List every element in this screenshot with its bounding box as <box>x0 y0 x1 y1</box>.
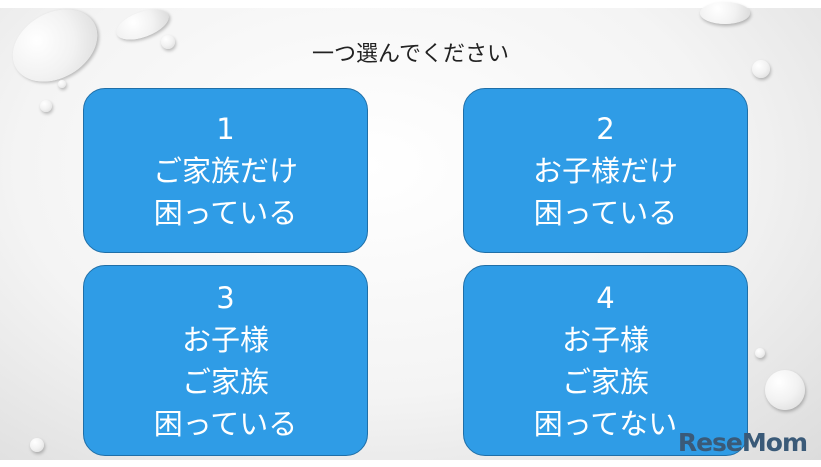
water-drop-decoration <box>752 60 770 78</box>
resemom-watermark-logo: ReseMom <box>677 428 808 457</box>
option-2-card[interactable]: 2 お子様だけ 困っている <box>463 88 748 253</box>
option-1-card[interactable]: 1 ご家族だけ 困っている <box>83 88 368 253</box>
option-line: ご家族 <box>181 364 269 399</box>
water-drop-decoration <box>58 80 66 88</box>
water-drop-decoration <box>161 35 175 49</box>
option-number: 1 <box>216 111 235 146</box>
option-line: お子様 <box>561 322 649 357</box>
option-4-card[interactable]: 4 お子様 ご家族 困ってない <box>463 265 748 456</box>
option-line: ご家族だけ <box>152 153 298 188</box>
option-line: 困っている <box>153 195 298 230</box>
option-line: ご家族 <box>561 364 649 399</box>
water-drop-decoration <box>30 438 44 452</box>
option-line: お子様だけ <box>532 153 678 188</box>
water-drop-decoration <box>755 348 765 358</box>
option-number: 4 <box>596 280 615 315</box>
option-line: 困ってない <box>533 406 678 441</box>
option-line: 困っている <box>533 195 678 230</box>
option-number: 2 <box>596 111 615 146</box>
option-number: 3 <box>216 280 235 315</box>
water-drop-decoration <box>40 100 52 112</box>
option-line: 困っている <box>153 406 298 441</box>
option-3-card[interactable]: 3 お子様 ご家族 困っている <box>83 265 368 456</box>
water-drop-decoration <box>765 370 805 410</box>
water-drop-decoration <box>700 2 750 24</box>
slide-title: 一つ選んでください <box>312 42 509 67</box>
option-line: お子様 <box>181 322 269 357</box>
